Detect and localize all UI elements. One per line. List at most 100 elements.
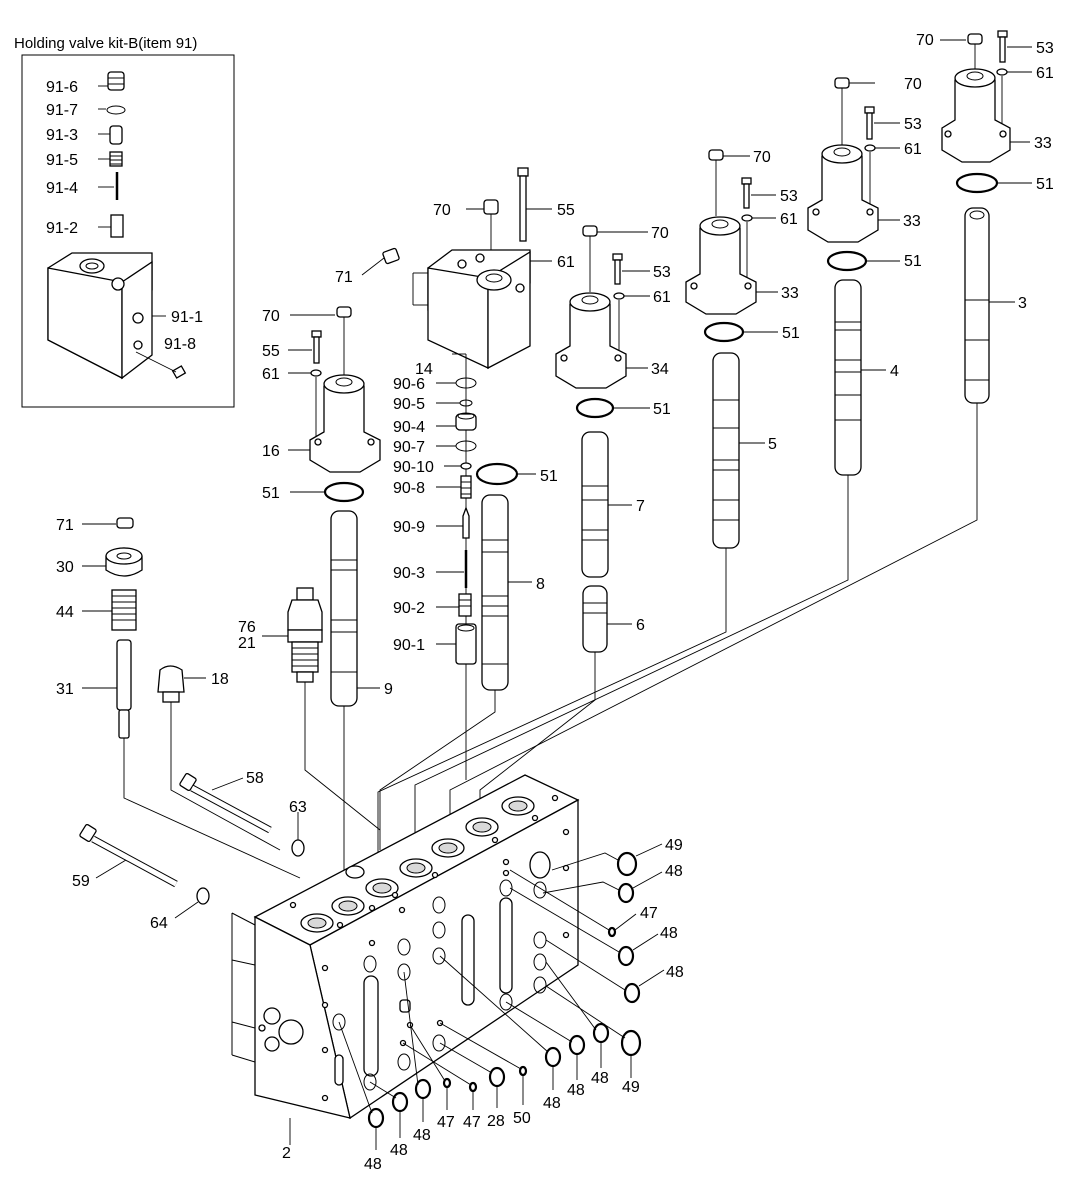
washer-63: 63 xyxy=(289,799,307,857)
spool-8-stack: 51 8 xyxy=(379,462,558,850)
label-48: 48 xyxy=(413,1127,431,1144)
label-33: 33 xyxy=(781,285,799,302)
label-91-3: 91-3 xyxy=(46,127,78,144)
holding-valve-subparts-90: 90-6 90-5 90-4 90-7 90-10 90-8 90-9 90-3… xyxy=(393,376,477,665)
label-49: 49 xyxy=(665,837,683,854)
label-91-7: 91-7 xyxy=(46,102,78,119)
label-33: 33 xyxy=(903,213,921,230)
label-8: 8 xyxy=(536,576,545,593)
label-44: 44 xyxy=(56,604,74,621)
label-58: 58 xyxy=(246,770,264,787)
label-33: 33 xyxy=(1034,135,1052,152)
label-4: 4 xyxy=(890,363,899,380)
label-53: 53 xyxy=(653,264,671,281)
label-71: 71 xyxy=(335,269,353,286)
label-59: 59 xyxy=(72,873,90,890)
label-90-8: 90-8 xyxy=(393,480,425,497)
label-3: 3 xyxy=(1018,295,1027,312)
label-90-5: 90-5 xyxy=(393,396,425,413)
label-5: 5 xyxy=(768,436,777,453)
main-valve-housing-2: 2 xyxy=(231,774,580,1162)
label-51: 51 xyxy=(1036,176,1054,193)
label-55: 55 xyxy=(262,343,280,360)
label-2: 2 xyxy=(282,1145,291,1162)
label-71: 71 xyxy=(56,517,74,534)
label-61: 61 xyxy=(557,254,575,271)
washer-64: 64 xyxy=(150,887,210,932)
label-48: 48 xyxy=(364,1156,382,1173)
label-48: 48 xyxy=(666,964,684,981)
label-55: 55 xyxy=(557,202,575,219)
relief-valve-21: 76 21 xyxy=(238,587,381,831)
solenoid-stack-16-9: 70 55 61 16 51 9 xyxy=(262,306,393,880)
label-90-6: 90-6 xyxy=(393,376,425,393)
label-47: 47 xyxy=(640,905,658,922)
label-70: 70 xyxy=(651,225,669,242)
label-53: 53 xyxy=(780,188,798,205)
label-61: 61 xyxy=(780,211,798,228)
label-18: 18 xyxy=(211,671,229,688)
label-50: 50 xyxy=(513,1110,531,1127)
label-91-5: 91-5 xyxy=(46,152,78,169)
label-91-8: 91-8 xyxy=(164,336,196,353)
bolt-58: 58 xyxy=(179,770,272,834)
label-70: 70 xyxy=(433,202,451,219)
label-48: 48 xyxy=(660,925,678,942)
bolt-59: 59 xyxy=(72,823,178,890)
label-28: 28 xyxy=(487,1113,505,1130)
label-51: 51 xyxy=(782,325,800,342)
label-91-6: 91-6 xyxy=(46,79,78,96)
label-70: 70 xyxy=(916,32,934,49)
label-90-10: 90-10 xyxy=(393,459,434,476)
spool-leader-lines xyxy=(377,403,978,860)
label-64: 64 xyxy=(150,915,168,932)
solenoid-stack-6-7: 70 53 61 34 51 7 6 xyxy=(555,225,671,653)
solenoid-stack-3: 70 53 61 33 51 3 xyxy=(916,30,1054,404)
label-76: 76 xyxy=(238,619,256,636)
label-61: 61 xyxy=(653,289,671,306)
label-70: 70 xyxy=(753,149,771,166)
label-90-9: 90-9 xyxy=(393,519,425,536)
label-7: 7 xyxy=(636,498,645,515)
label-14: 14 xyxy=(415,361,433,378)
label-47: 47 xyxy=(437,1114,455,1131)
label-63: 63 xyxy=(289,799,307,816)
label-61: 61 xyxy=(262,366,280,383)
label-6: 6 xyxy=(636,617,645,634)
label-48: 48 xyxy=(665,863,683,880)
label-30: 30 xyxy=(56,559,74,576)
label-9: 9 xyxy=(384,681,393,698)
label-34: 34 xyxy=(651,361,669,378)
label-49: 49 xyxy=(622,1079,640,1096)
label-16: 16 xyxy=(262,443,280,460)
label-51: 51 xyxy=(262,485,280,502)
label-53: 53 xyxy=(1036,40,1054,57)
label-90-1: 90-1 xyxy=(393,637,425,654)
seal-rings: 49 48 47 48 48 49 48 48 xyxy=(338,837,684,1173)
label-91-4: 91-4 xyxy=(46,180,78,197)
kit-title: Holding valve kit-B(item 91) xyxy=(14,35,197,52)
label-21: 21 xyxy=(238,635,256,652)
label-90-2: 90-2 xyxy=(393,600,425,617)
label-51: 51 xyxy=(653,401,671,418)
label-70: 70 xyxy=(904,76,922,93)
label-70: 70 xyxy=(262,308,280,325)
label-48: 48 xyxy=(390,1142,408,1159)
label-90-7: 90-7 xyxy=(393,439,425,456)
label-90-3: 90-3 xyxy=(393,565,425,582)
label-91-2: 91-2 xyxy=(46,220,78,237)
label-48: 48 xyxy=(567,1082,585,1099)
label-31: 31 xyxy=(56,681,74,698)
holding-valve-kit-inset: Holding valve kit-B(item 91) 91-6 xyxy=(14,35,235,408)
label-51: 51 xyxy=(540,468,558,485)
solenoid-stack-4: 70 53 61 33 51 4 xyxy=(807,76,922,476)
label-48: 48 xyxy=(543,1095,561,1112)
label-61: 61 xyxy=(904,141,922,158)
label-47: 47 xyxy=(463,1114,481,1131)
plug-18: 18 xyxy=(157,665,281,851)
label-53: 53 xyxy=(904,116,922,133)
label-91-1: 91-1 xyxy=(171,309,203,326)
label-90-4: 90-4 xyxy=(393,419,425,436)
solenoid-stack-5: 70 53 61 33 51 5 xyxy=(685,149,800,549)
